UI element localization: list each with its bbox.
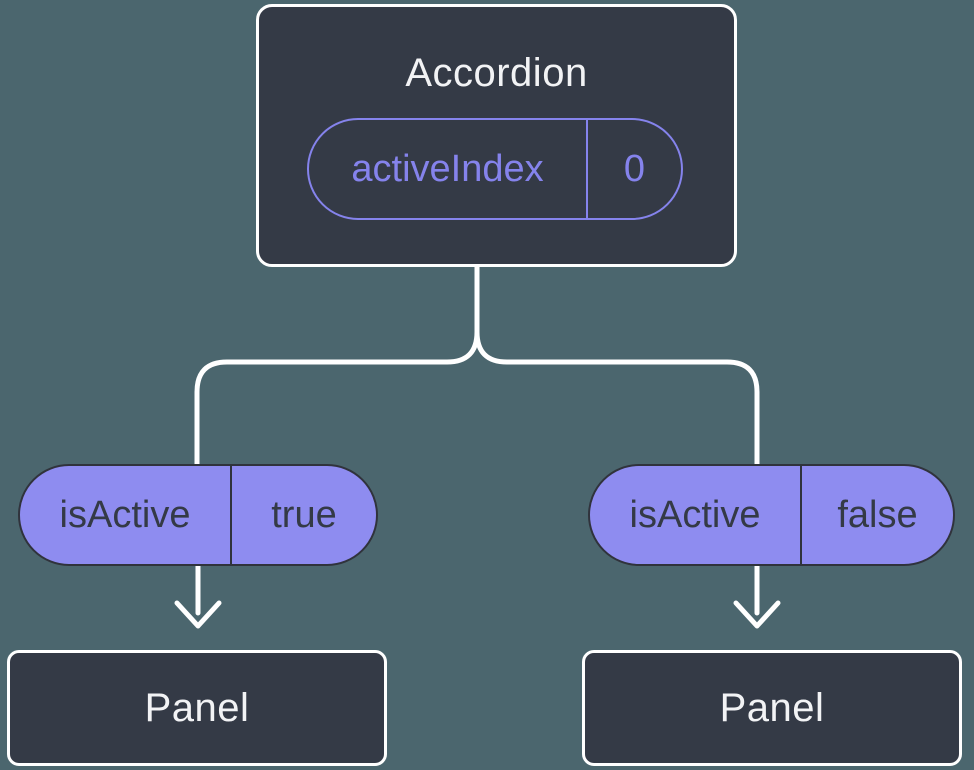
prop-pill-isactive-true: isActive true [18, 464, 378, 566]
prop-key-label: isActive [590, 466, 802, 564]
arrow-down-left-icon [174, 561, 222, 629]
state-pill-activeindex: activeIndex 0 [307, 118, 683, 220]
accordion-node-title: Accordion [405, 51, 588, 95]
arrow-down-right-icon [733, 561, 781, 629]
panel-component-node-right: Panel [582, 650, 962, 766]
state-key-label: activeIndex [309, 120, 588, 218]
prop-key-label: isActive [20, 466, 232, 564]
panel-component-node-left: Panel [7, 650, 387, 766]
state-value-label: 0 [623, 148, 646, 190]
branch-right-line [474, 262, 760, 471]
branch-left-line [194, 262, 480, 471]
accordion-component-node: Accordion activeIndex 0 [256, 4, 737, 267]
prop-value-label: true [271, 494, 337, 536]
prop-value-label: false [837, 494, 918, 536]
prop-pill-isactive-false: isActive false [588, 464, 955, 566]
